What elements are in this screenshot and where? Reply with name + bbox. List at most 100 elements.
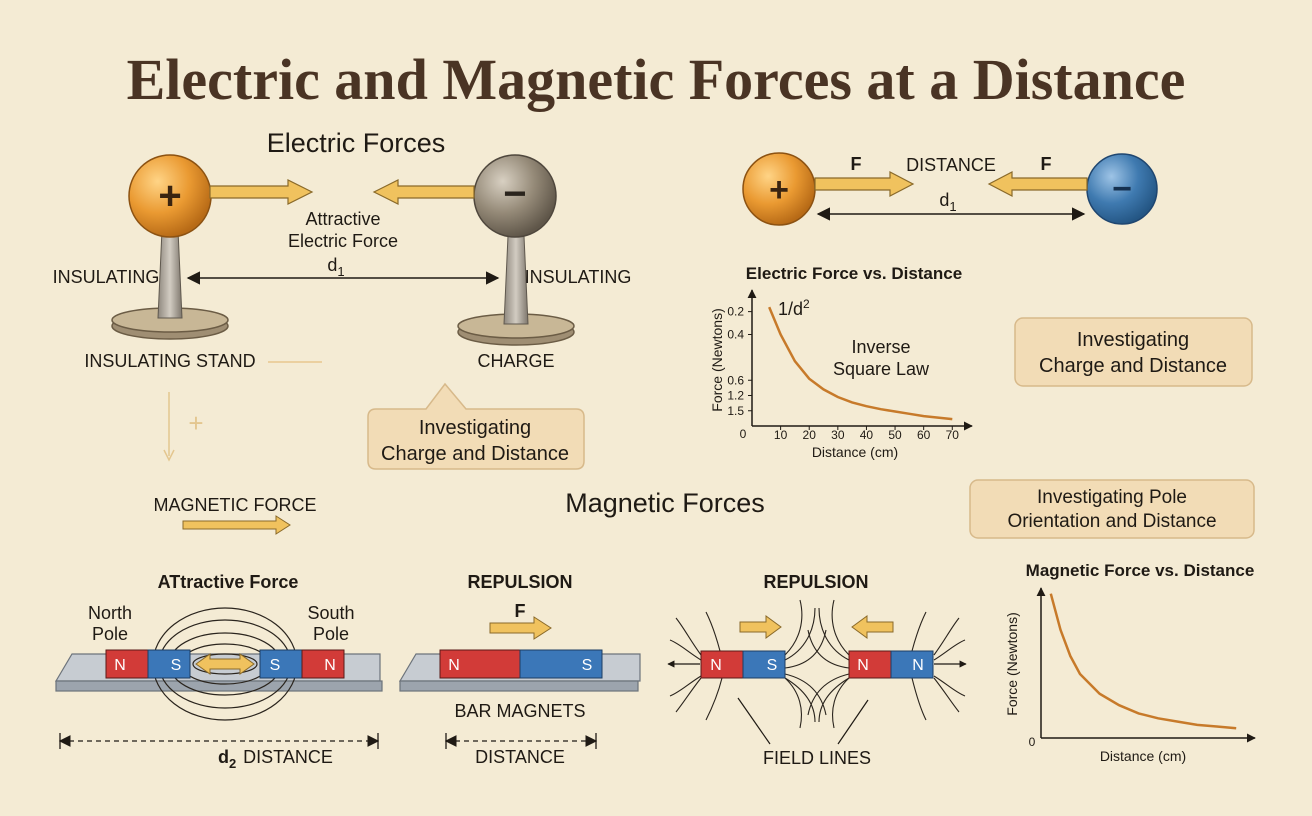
bar-magnets-label: BAR MAGNETS xyxy=(454,701,585,721)
field-line xyxy=(933,677,960,713)
insulating-stand-label: INSULATING STAND xyxy=(84,351,255,371)
inverse-square-formula: 1/d2 xyxy=(778,297,810,319)
south-pole-line1: South xyxy=(307,603,354,623)
field-line xyxy=(669,675,702,697)
callout-line2: Charge and Distance xyxy=(381,443,569,465)
box-magnetic-line1: Investigating Pole xyxy=(1037,487,1187,508)
law-label-line1: Inverse xyxy=(851,337,910,357)
minus-sign-small: − xyxy=(1112,170,1132,208)
investigating-box-magnetic xyxy=(969,479,1255,539)
field-line xyxy=(807,629,850,669)
magnetic-graph-xlabel: Distance (cm) xyxy=(1100,748,1186,764)
right-insulating-stand xyxy=(457,235,575,346)
magnetic-graph-origin: 0 xyxy=(1029,735,1036,749)
magnet1-south xyxy=(147,649,191,679)
repulsion-force-arrow xyxy=(489,616,552,640)
attractive-force-title: ATtractive Force xyxy=(158,572,299,592)
field-line xyxy=(784,673,827,716)
field-line xyxy=(784,677,803,729)
electric-graph-ylabel: Force (Newtons) xyxy=(709,308,725,411)
field-line xyxy=(818,677,850,723)
attraction-double-arrow xyxy=(195,653,255,675)
field-line xyxy=(705,611,721,652)
bar-magnet-n-label: N xyxy=(448,657,460,674)
insulating-label-left: INSULATING xyxy=(53,267,160,287)
force-label-repulsion: F xyxy=(515,601,526,621)
magnetic-graph-title: Magnetic Force vs. Distance xyxy=(1026,561,1255,580)
force-arrow-left xyxy=(987,171,1088,197)
field-line xyxy=(911,611,927,652)
electric-graph-origin: 0 xyxy=(740,427,747,441)
magnet2-n-label: N xyxy=(324,657,336,674)
force-label-left: F xyxy=(851,154,862,174)
field-line xyxy=(675,677,702,713)
plus-sign-small: + xyxy=(769,171,789,209)
page-title: Electric and Magnetic Forces at a Distan… xyxy=(127,47,1186,112)
electric-graph-ytick-label: 1.2 xyxy=(727,389,744,403)
electric-graph-xtick-label: 40 xyxy=(860,428,874,442)
field-line xyxy=(831,677,850,729)
repulsion-field-lines xyxy=(669,599,966,729)
minus-sign: − xyxy=(503,172,526,216)
left-insulating-stand xyxy=(111,229,229,340)
electric-graph-xtick-label: 50 xyxy=(888,428,902,442)
attraction-arrow-right xyxy=(209,179,314,205)
field-lines-pointer-right xyxy=(837,699,869,745)
box-electric-line2: Charge and Distance xyxy=(1039,355,1227,377)
d1-label-top: d1 xyxy=(939,190,956,214)
magnet2-north xyxy=(301,649,345,679)
bar-magnet-north xyxy=(439,649,521,679)
d1-label: d1 xyxy=(327,255,344,279)
electric-graph-xtick-label: 60 xyxy=(917,428,931,442)
law-label-line2: Square Law xyxy=(833,359,930,379)
repulsion-title-2: REPULSION xyxy=(763,572,868,592)
box-electric-line1: Investigating xyxy=(1077,329,1189,351)
field-line xyxy=(818,607,850,661)
force-label-right: F xyxy=(1041,154,1052,174)
field-line xyxy=(675,617,702,656)
magnet2-s-label: S xyxy=(270,657,281,674)
north-pole-line1: North xyxy=(88,603,132,623)
field-line xyxy=(784,599,803,656)
field-line xyxy=(933,617,960,656)
field-line xyxy=(784,629,827,669)
magnet4-blue xyxy=(890,650,934,679)
magnet4-second-n-label: N xyxy=(912,657,924,674)
electric-graph-xtick-label: 10 xyxy=(774,428,788,442)
plus-sign: + xyxy=(158,174,181,218)
field-line xyxy=(933,675,966,697)
electric-force-graph: Electric Force vs. Distance Force (Newto… xyxy=(709,264,973,460)
electric-graph-xlabel: Distance (cm) xyxy=(812,444,898,460)
attractive-label-line2: Electric Force xyxy=(288,231,398,251)
south-pole-line2: Pole xyxy=(313,624,349,644)
magnetic-force-graph: Magnetic Force vs. Distance Force (Newto… xyxy=(1004,561,1256,764)
electric-graph-ytick-label: 0.6 xyxy=(727,373,744,387)
magnet4-north xyxy=(848,650,892,679)
field-line xyxy=(705,677,723,721)
magnetic-force-label: MAGNETIC FORCE xyxy=(153,495,316,515)
electric-graph-xtick-label: 30 xyxy=(831,428,845,442)
field-line xyxy=(669,639,702,661)
field-lines-label: FIELD LINES xyxy=(763,748,871,768)
magnet1-north xyxy=(105,649,149,679)
distance-label-top: DISTANCE xyxy=(906,155,996,175)
field-line xyxy=(784,677,816,723)
charge-label: CHARGE xyxy=(477,351,554,371)
magnet1-s-label: S xyxy=(171,657,182,674)
faint-plus-sign: + xyxy=(188,408,203,438)
distance-label-repulsion: DISTANCE xyxy=(475,747,565,767)
box-magnetic-line2: Orientation and Distance xyxy=(1007,511,1216,532)
attractive-label-line1: Attractive xyxy=(305,209,380,229)
attraction-arrow-left xyxy=(372,179,475,205)
north-pole-line2: Pole xyxy=(92,624,128,644)
field-lines-pointer-left xyxy=(737,697,771,745)
magnet2-south xyxy=(259,649,303,679)
electric-graph-xtick-label: 20 xyxy=(803,428,817,442)
magnetic-force-arrow xyxy=(182,515,291,535)
electric-graph-ytick-label: 0.4 xyxy=(727,328,744,342)
field-line xyxy=(911,677,927,721)
field-line xyxy=(933,639,966,661)
magnetic-forces-heading: Magnetic Forces xyxy=(565,488,765,518)
d2-label: d2 xyxy=(218,747,236,771)
